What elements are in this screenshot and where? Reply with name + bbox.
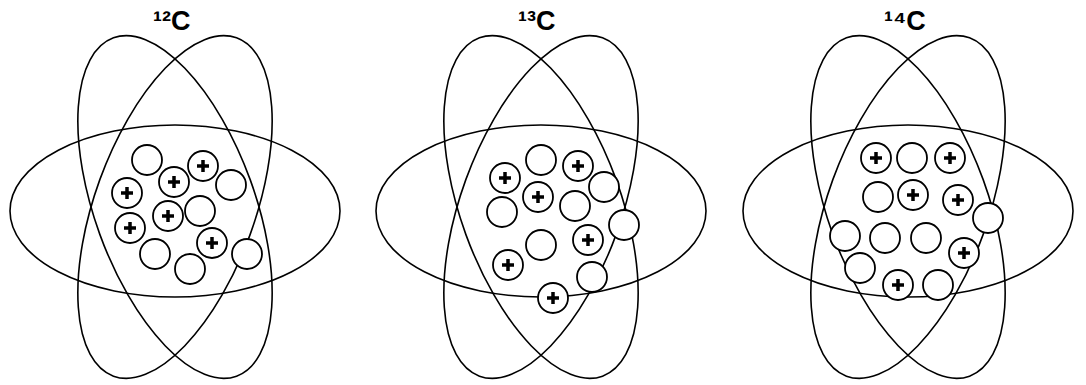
neutron (185, 196, 215, 226)
nucleus (487, 145, 639, 313)
neutron (589, 172, 619, 202)
neutron (577, 262, 607, 292)
neutron (560, 191, 590, 221)
orbit (376, 125, 706, 297)
orbit (404, 10, 677, 385)
proton (493, 250, 523, 280)
proton (949, 238, 979, 268)
proton (112, 178, 142, 208)
neutron (175, 254, 205, 284)
neutron (923, 270, 953, 300)
proton (153, 201, 183, 231)
proton (943, 185, 973, 215)
proton (573, 225, 603, 255)
proton (197, 228, 227, 258)
neutron (911, 223, 941, 253)
neutron (870, 223, 900, 253)
proton (883, 270, 913, 300)
orbit-set (743, 10, 1073, 385)
proton (188, 151, 218, 181)
orbit (10, 125, 340, 297)
neutron (232, 239, 262, 269)
orbit (771, 10, 1044, 385)
orbit-set (376, 10, 706, 385)
neutron (526, 145, 556, 175)
neutron (897, 143, 927, 173)
isotope-label: ¹²C (153, 8, 190, 35)
orbit (404, 10, 677, 385)
proton (563, 151, 593, 181)
orbit (38, 10, 311, 385)
neutron (609, 210, 639, 240)
orbit (38, 10, 311, 385)
proton (861, 143, 891, 173)
neutron (973, 203, 1003, 233)
neutron (845, 253, 875, 283)
neutron (487, 197, 517, 227)
neutron (830, 221, 860, 251)
nucleus (112, 145, 262, 284)
orbit-set (10, 10, 340, 385)
neutron (140, 239, 170, 269)
proton (898, 180, 928, 210)
proton (538, 283, 568, 313)
proton (490, 163, 520, 193)
nucleus (830, 143, 1003, 300)
orbit (743, 125, 1073, 297)
neutron (526, 230, 556, 260)
proton (115, 213, 145, 243)
proton (159, 167, 189, 197)
isotope-label: ¹⁴C (884, 8, 926, 35)
neutron (132, 145, 162, 175)
proton (935, 143, 965, 173)
isotope-label: ¹³C (518, 8, 555, 35)
neutron (863, 182, 893, 212)
orbit (771, 10, 1044, 385)
neutron (216, 170, 246, 200)
proton (523, 182, 553, 212)
